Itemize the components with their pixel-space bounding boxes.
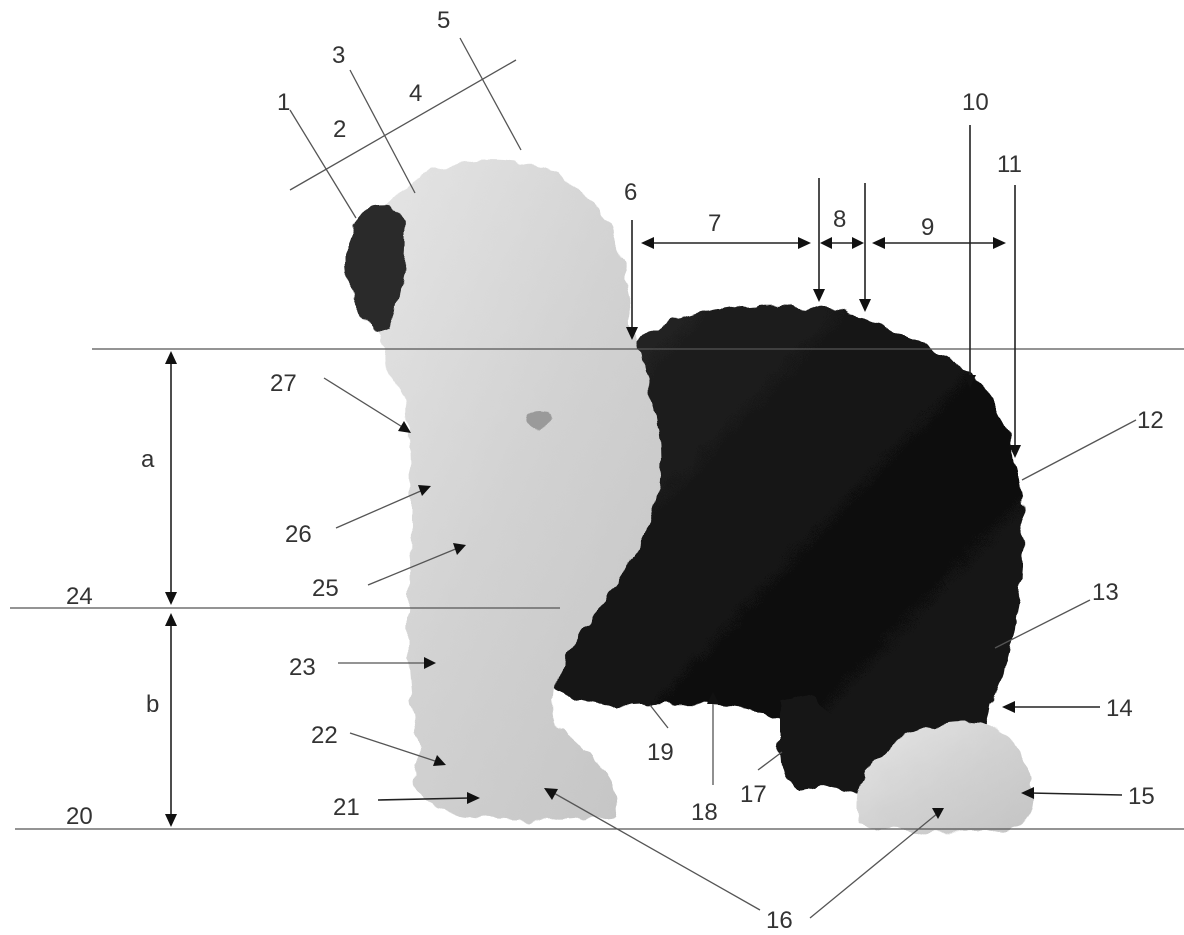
arrowhead-26 <box>418 485 431 496</box>
leader-16b <box>809 812 939 919</box>
dog-head-front-white <box>359 159 661 820</box>
label-21: 21 <box>333 794 360 821</box>
label-5: 5 <box>437 7 450 34</box>
label-15: 15 <box>1128 783 1155 810</box>
skull-line-top <box>289 59 517 191</box>
dimension-a-arrow-top <box>165 351 177 364</box>
arrowhead-23 <box>424 657 436 669</box>
dog-muzzle-dark <box>347 206 406 333</box>
dimension-b-arrow-top <box>165 613 177 626</box>
reference-lines <box>10 37 1184 830</box>
span-7-left <box>641 237 654 249</box>
leader-19 <box>649 704 669 729</box>
span-9-right <box>993 237 1006 249</box>
span-7-right <box>798 237 811 249</box>
dog-rear-foot-white <box>856 721 1033 834</box>
label-19: 19 <box>647 739 674 766</box>
label-6: 6 <box>624 179 637 206</box>
topline-markers <box>626 125 1021 458</box>
dog-body-dark <box>555 304 1024 795</box>
arrowhead-27 <box>398 421 411 433</box>
label-27: 27 <box>270 370 297 397</box>
arrowhead-16a <box>544 788 558 800</box>
leader-25 <box>367 547 459 586</box>
label-25: 25 <box>312 575 339 602</box>
leader-5 <box>459 37 522 151</box>
label-22: 22 <box>311 722 338 749</box>
span-8-right <box>852 237 864 249</box>
label-9: 9 <box>921 214 934 241</box>
leader-17 <box>757 751 783 771</box>
leader-3 <box>349 69 416 194</box>
label-4: 4 <box>409 80 422 107</box>
leader-26 <box>335 489 424 529</box>
arrowhead-16b <box>932 808 944 819</box>
arrowhead-25 <box>453 543 466 555</box>
label-16: 16 <box>766 907 793 930</box>
arrowhead-14 <box>1002 701 1015 713</box>
arrowhead-11 <box>1009 445 1021 458</box>
span-8-left <box>820 237 832 249</box>
label-b: b <box>146 691 159 718</box>
span-9-left <box>872 237 885 249</box>
arrowhead-18 <box>707 692 719 704</box>
arrowhead-21 <box>467 792 480 804</box>
label-8: 8 <box>833 206 846 233</box>
dog-hind-leg-dark <box>779 696 841 790</box>
label-10: 10 <box>962 89 989 116</box>
arrowhead-15 <box>1021 787 1034 799</box>
leader-lines <box>323 377 1137 919</box>
dimension-a-arrow-bottom <box>165 592 177 605</box>
label-14: 14 <box>1106 695 1133 722</box>
label-17: 17 <box>740 781 767 808</box>
label-20: 20 <box>66 803 93 830</box>
leader-15 <box>1029 792 1123 796</box>
label-2: 2 <box>333 116 346 143</box>
leader-16a <box>551 791 761 911</box>
label-23: 23 <box>289 654 316 681</box>
leader-27 <box>323 377 405 429</box>
arrowhead-22 <box>433 755 446 766</box>
leader-13 <box>994 599 1091 649</box>
dog-figure <box>347 159 1033 834</box>
leader-21 <box>377 797 471 801</box>
label-26: 26 <box>285 521 312 548</box>
arrowhead-8b <box>859 299 871 312</box>
leader-22 <box>349 732 439 763</box>
leader-1 <box>289 109 357 219</box>
label-12: 12 <box>1137 407 1164 434</box>
height-dimensions <box>165 351 177 827</box>
dimension-b-arrow-bottom <box>165 814 177 827</box>
label-24: 24 <box>66 583 93 610</box>
leader-12 <box>1021 419 1137 481</box>
label-18: 18 <box>691 799 718 826</box>
arrowhead-10 <box>964 375 976 388</box>
labels: 1 2 3 4 5 6 7 8 9 10 11 12 13 14 15 16 1… <box>66 7 1164 934</box>
label-3: 3 <box>332 42 345 69</box>
label-a: a <box>141 446 155 473</box>
label-7: 7 <box>708 210 721 237</box>
label-1: 1 <box>277 89 290 116</box>
label-13: 13 <box>1092 579 1119 606</box>
label-11: 11 <box>997 151 1022 178</box>
dog-nose <box>526 408 554 432</box>
arrowhead-8a <box>813 289 825 302</box>
arrowhead-6 <box>626 327 638 340</box>
